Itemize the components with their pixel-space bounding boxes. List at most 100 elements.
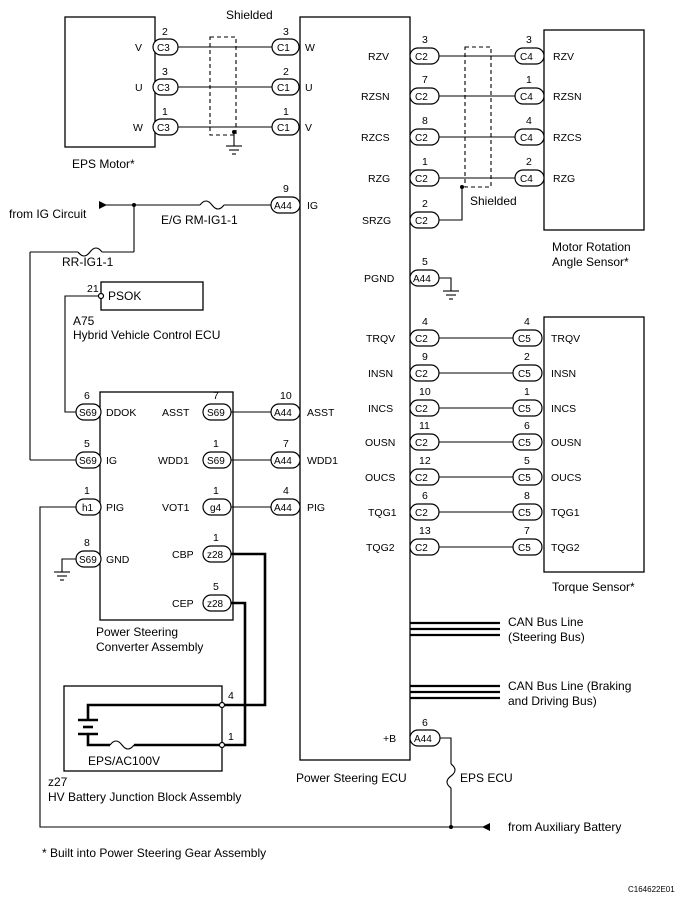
sensor-term-insn: INSN	[551, 368, 576, 380]
pin-number: 2	[422, 198, 428, 210]
pin-number: 11	[419, 420, 430, 432]
pin-number: 9	[422, 351, 428, 363]
pin-number: 3	[283, 26, 289, 38]
sensor-term-trqv: TRQV	[551, 333, 580, 345]
torque-sensor-box	[543, 316, 645, 573]
pin-number: 2	[162, 26, 168, 38]
ecu-term-rzsn: RZSN	[361, 91, 390, 103]
connector-c2-label: C2	[415, 404, 428, 415]
sensor-term-ousn: OUSN	[551, 437, 581, 449]
converter-term-wdd1: WDD1	[158, 455, 189, 467]
connector-a44-label: A44	[274, 456, 292, 467]
connector-c3	[152, 38, 179, 56]
psok-terminal-label: PSOK	[108, 289, 141, 303]
pin-number: 5	[84, 438, 90, 450]
ecu-term-pig: PIG	[307, 502, 325, 514]
shield-motor	[209, 36, 237, 136]
pin-number: 1	[283, 106, 289, 118]
pin-number: 7	[422, 74, 428, 86]
rr-ig-fuse-label: RR-IG1-1	[62, 255, 114, 269]
jb-pin-bottom: 1	[228, 731, 234, 743]
ecu-term-tqg1: TQG1	[368, 507, 397, 519]
pin-number: 6	[524, 420, 530, 432]
shielded-right-label: Shielded	[470, 194, 517, 208]
pin-number: 7	[213, 390, 219, 402]
can-steering-label-1: CAN Bus Line	[508, 615, 584, 629]
sensor-term-oucs: OUCS	[551, 472, 581, 484]
sensor-term-rzg: RZG	[553, 173, 575, 185]
connector-a44-label: A44	[274, 503, 292, 514]
eps-motor-label: EPS Motor*	[72, 157, 135, 171]
pig-wire	[39, 506, 490, 828]
connector-a44-label: A44	[274, 201, 292, 212]
pin-number: 3	[526, 34, 532, 46]
pin-number: 1	[526, 74, 532, 86]
ecu-term-pgnd: PGND	[364, 273, 395, 285]
pin-number: 10	[280, 390, 292, 402]
connector-a44-plusb	[409, 729, 441, 747]
connector-c4-label: C4	[520, 52, 533, 63]
eps-motor-box	[64, 16, 156, 148]
torque-sensor-label: Torque Sensor*	[552, 580, 635, 594]
converter-term-asst: ASST	[162, 407, 190, 419]
connector-a44-ig	[270, 196, 301, 214]
connector-c5-label: C5	[518, 473, 531, 484]
converter-label-1: Power Steering	[96, 625, 178, 639]
ecu-term-plus-b: +B	[383, 733, 396, 745]
connector-c5-label: C5	[518, 438, 531, 449]
shielded-top-label: Shielded	[226, 8, 273, 22]
connector-c2-label: C2	[415, 92, 428, 103]
connector-c2-label: C2	[415, 473, 428, 484]
sensor-term-rzsn: RZSN	[553, 91, 582, 103]
pgnd-wire	[439, 277, 452, 291]
pin-number: 2	[283, 66, 289, 78]
connector-c5	[512, 538, 543, 556]
pin-number: 1	[422, 156, 428, 168]
connector-c5	[512, 503, 543, 521]
connector-s69-label: S69	[79, 408, 97, 419]
shield-angle	[464, 46, 492, 188]
pin-number: 1	[524, 386, 530, 398]
ecu-term-wdd1: WDD1	[307, 455, 338, 467]
jb-terminal-top	[218, 701, 226, 709]
pin-number: 4	[283, 485, 289, 497]
psok-terminal-dot	[97, 292, 105, 300]
motor-row-3: W C3 1 C1 1 V	[133, 106, 312, 136]
connector-c5-label: C5	[518, 369, 531, 380]
pin-number: 13	[419, 525, 431, 537]
motor-rotation-angle-sensor-box	[543, 29, 645, 231]
connector-c5	[512, 329, 543, 347]
connector-c5	[512, 433, 543, 451]
converter-left-pins: S69 6 DDOK S69 5 IG h1 1 PIG S69 8 GND	[75, 390, 136, 568]
motor-term-w: W	[133, 122, 143, 134]
figure-id: C164622E01	[628, 885, 675, 894]
connector-a44	[270, 403, 301, 421]
pin-number: 7	[283, 438, 289, 450]
connector-c2-label: C2	[415, 438, 428, 449]
connector-c2-label: C2	[415, 508, 428, 519]
a75-name: Hybrid Vehicle Control ECU	[73, 328, 220, 342]
jb-terminal-bottom	[218, 741, 226, 749]
connector-c2-label: C2	[415, 52, 428, 63]
eps-ac-label: EPS/AC100V	[88, 754, 160, 768]
ecu-term-tqg2: TQG2	[366, 542, 395, 554]
pin-number: 4	[526, 115, 532, 127]
a75-code: A75	[73, 314, 95, 328]
connector-s69-label: S69	[207, 456, 225, 467]
connector-c4	[514, 47, 545, 65]
motor-rotation-label-2: Angle Sensor*	[552, 255, 629, 269]
connector-c1-label: C1	[277, 43, 290, 54]
z27-name: HV Battery Junction Block Assembly	[48, 790, 241, 804]
converter-term-cbp: CBP	[172, 549, 194, 561]
footnote: * Built into Power Steering Gear Assembl…	[42, 846, 266, 860]
torque-sensor-rows: TRQV C2 4 C5 4 TRQV INSN C2 9 C5 2 INSN …	[365, 316, 581, 556]
connector-c1-label: C1	[277, 123, 290, 134]
connector-a44-label: A44	[413, 274, 431, 285]
ecu-term-w: W	[305, 42, 315, 54]
ecu-term-ig: IG	[307, 200, 318, 212]
ecu-term-srzg: SRZG	[362, 215, 391, 227]
connector-c5	[512, 399, 543, 417]
pin-number: 8	[524, 490, 530, 502]
sensor-term-tqg2: TQG2	[551, 542, 580, 554]
